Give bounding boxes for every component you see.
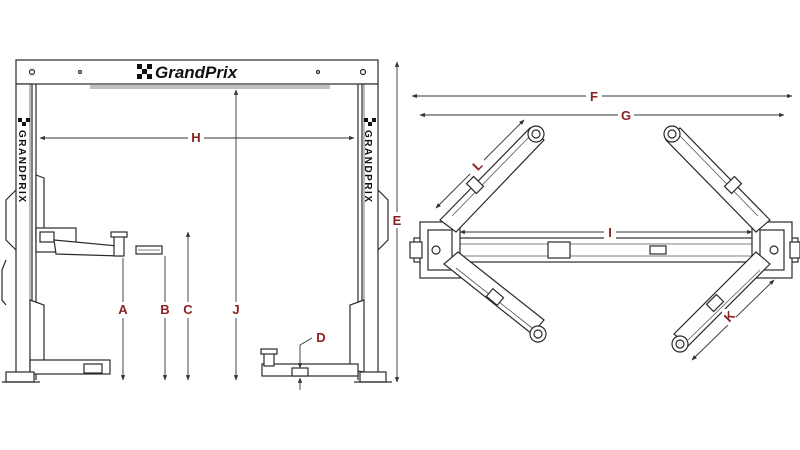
logo-text: GrandPrix (155, 63, 239, 82)
checkered-flag-icon (364, 118, 376, 126)
dimension-B: B (157, 256, 173, 381)
checkered-flag-icon (137, 64, 152, 79)
lift-pad (663, 125, 681, 143)
left-carriage-lowered (2, 299, 111, 383)
overhead-beam (15, 59, 379, 85)
right-carriage-lowered (260, 299, 392, 383)
left-base-plate (5, 371, 35, 383)
brand-logo: GrandPrix (137, 63, 239, 82)
dimension-A: A (115, 258, 131, 381)
adapter-stack (135, 245, 163, 255)
beam-bolt (359, 68, 367, 76)
lift-pad-top (260, 348, 278, 355)
dimension-label-G: G (621, 108, 631, 123)
base-frame (413, 237, 799, 263)
lift-pad (529, 325, 547, 343)
beam-bolt (77, 69, 83, 75)
top-view: F G (409, 88, 800, 361)
dimension-label-D: D (316, 330, 325, 345)
dimension-label-C: C (183, 302, 193, 317)
checkered-flag-icon (18, 118, 30, 126)
dimension-F: F (411, 88, 793, 104)
arm-lower-left (443, 251, 547, 343)
dimension-label-I: I (608, 225, 612, 240)
dimension-label-A: A (118, 302, 128, 317)
arm-lower-right (671, 251, 771, 353)
right-column-brand: GRANDPRIX (362, 118, 376, 204)
dimension-label-B: B (160, 302, 169, 317)
dimension-I: I (459, 224, 753, 240)
dimension-D: D (297, 330, 326, 390)
arm-upper-left (439, 125, 545, 233)
cylinder-block (547, 241, 571, 259)
dimension-label-E: E (393, 213, 402, 228)
lift-pad (527, 125, 545, 143)
front-view: GrandPrix GRANDPRIX GRANDPRIX (1, 59, 405, 390)
right-base-plate (359, 371, 387, 383)
dimension-K: K (691, 279, 775, 361)
lift-pad-top (110, 231, 128, 238)
dimension-G: G (419, 107, 785, 123)
beam-bolt (315, 69, 321, 75)
left-carriage-raised (35, 174, 128, 257)
left-column-bracket (1, 259, 7, 306)
right-column-bracket (377, 189, 389, 251)
dimension-L: L (435, 119, 525, 209)
dimension-E: E (389, 61, 405, 383)
left-column-brand: GRANDPRIX (16, 118, 30, 204)
lowered-lift-arm (261, 363, 359, 377)
dimension-label-J: J (232, 302, 239, 317)
dimension-label-H: H (191, 130, 200, 145)
left-column-text: GRANDPRIX (16, 130, 27, 204)
raised-lift-arm (53, 239, 121, 257)
left-column-bracket (5, 189, 17, 251)
lift-pad (671, 335, 689, 353)
beam-bolt (28, 68, 36, 76)
dimension-C: C (180, 231, 196, 381)
arm-upper-right (663, 125, 771, 233)
dimension-J: J (228, 89, 244, 381)
dimension-label-F: F (590, 89, 598, 104)
dimension-H: H (39, 130, 355, 146)
lift-pad (113, 235, 125, 257)
right-column-text: GRANDPRIX (362, 130, 373, 204)
